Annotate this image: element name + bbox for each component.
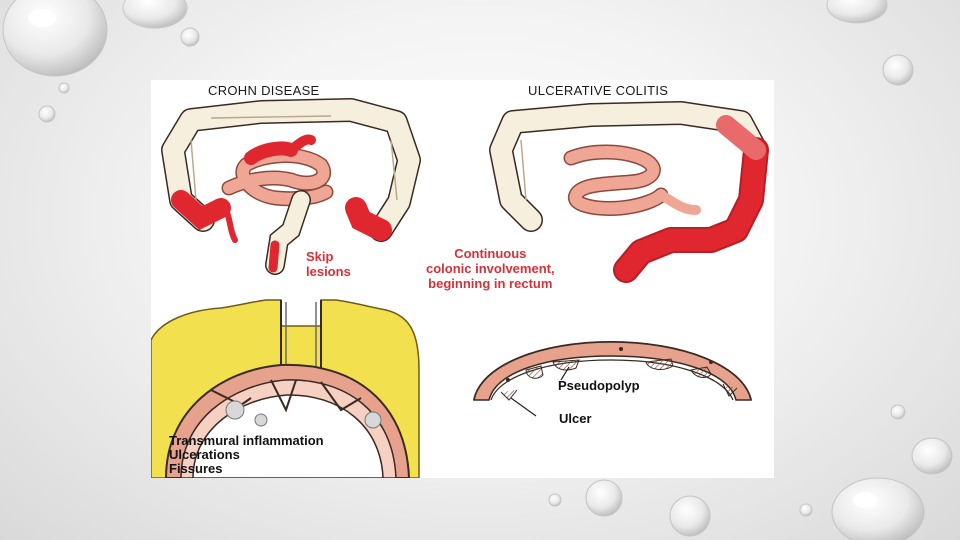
drop-right-small [890, 404, 906, 420]
crohn-features-label: Transmural inflammation Ulcerations Fiss… [169, 434, 324, 476]
continuous-involvement-label: Continuous colonic involvement, beginnin… [426, 246, 555, 291]
ulcer-pointer [510, 397, 537, 417]
drop-bottom [669, 495, 711, 537]
continuous-line-3: beginning in rectum [428, 276, 553, 291]
uc-cross-section [473, 340, 752, 417]
ulcer-shape [722, 383, 738, 397]
feature-transmural: Transmural inflammation [169, 433, 324, 448]
illustration [151, 98, 769, 478]
pseudopolyp-shape [645, 358, 674, 370]
drop-bottom-right-large [831, 477, 925, 540]
bowel-disease-figure: CROHN DISEASE ULCERATIVE COLITIS Skip le… [151, 80, 774, 478]
drop-right [882, 54, 914, 86]
crohn-skip-lesion [171, 134, 392, 243]
pseudopolyp-shape [552, 359, 580, 371]
crohn-rectum [265, 190, 311, 275]
drop-top-small [122, 0, 188, 29]
feature-fissures: Fissures [169, 461, 223, 476]
skip-lesions-line-2: lesions [306, 264, 351, 279]
crohn-disease-title: CROHN DISEASE [208, 83, 320, 98]
pseudopolyp-pointer [560, 366, 570, 381]
skip-lesions-label: Skip lesions [306, 249, 351, 279]
ulcerative-colitis-title: ULCERATIVE COLITIS [528, 83, 669, 98]
continuous-line-2: colonic involvement, [426, 261, 555, 276]
pseudopolyp-label: Pseudopolyp [558, 378, 640, 393]
uc-small-bowel [563, 144, 701, 216]
crohn-colon [161, 98, 421, 242]
ulcer-label: Ulcer [559, 411, 592, 426]
crohn-cross-section [151, 299, 420, 478]
drop-bottom-small [799, 503, 813, 517]
drop-right-medium [911, 437, 953, 475]
feature-ulcerations: Ulcerations [169, 447, 240, 462]
skip-lesions-line-1: Skip [306, 249, 334, 264]
drop-small [180, 27, 200, 47]
drop-top-left-large [2, 0, 108, 77]
pseudopolyp-shape [525, 365, 544, 379]
continuous-line-1: Continuous [454, 246, 527, 261]
uc-inflamed-segment [613, 115, 769, 283]
ulcer-shape [500, 389, 518, 401]
drop-small [58, 82, 70, 94]
pseudopolyp-shape [690, 366, 712, 378]
drop-bottom-small [548, 493, 562, 507]
drop-bottom [585, 479, 623, 517]
crohn-small-bowel [221, 148, 334, 207]
drop-small [38, 105, 56, 123]
drop-top-right [826, 0, 888, 24]
